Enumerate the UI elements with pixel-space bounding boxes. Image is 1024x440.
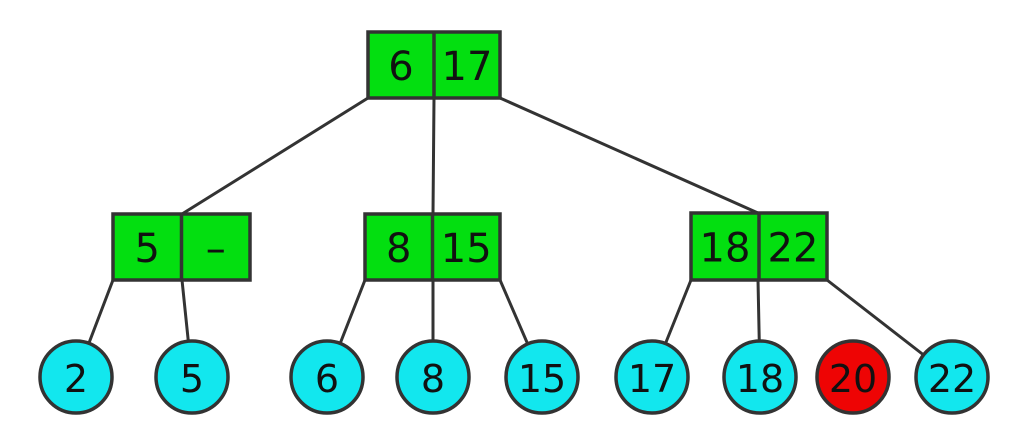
leaf-circle xyxy=(504,339,580,415)
internal-node-middle: 8 15 xyxy=(363,212,502,282)
internal-key-label: 5 xyxy=(135,226,160,272)
internal-key-label: 6 xyxy=(388,44,413,90)
leaf-node-8: 8 xyxy=(395,339,471,415)
leaf-circle-highlighted xyxy=(815,339,891,415)
internal-key-label: 8 xyxy=(386,226,411,272)
leaf-label: 17 xyxy=(628,357,676,401)
leaf-circle xyxy=(289,339,365,415)
leaf-circle xyxy=(154,339,230,415)
leaf-label: 6 xyxy=(315,357,339,401)
leaf-circle xyxy=(614,339,690,415)
internal-key-label: 17 xyxy=(442,44,493,90)
leaf-label: 5 xyxy=(180,357,204,401)
leaf-node-17: 17 xyxy=(614,339,690,415)
leaf-circle xyxy=(914,339,990,415)
tree-edge-root-1 xyxy=(431,96,436,216)
leaf-node-15: 15 xyxy=(504,339,580,415)
leaf-node-5: 5 xyxy=(154,339,230,415)
leaf-label: 8 xyxy=(421,357,445,401)
tree-edge-root-0 xyxy=(180,96,370,216)
leaf-circle xyxy=(722,339,798,415)
leaf-node-22: 22 xyxy=(914,339,990,415)
internal-key-label: 22 xyxy=(768,226,819,272)
leaf-node-18: 18 xyxy=(722,339,798,415)
internal-node-left: 5– xyxy=(111,212,252,282)
leaf-circle xyxy=(38,339,114,415)
leaf-label: 22 xyxy=(928,357,976,401)
internal-key-label: – xyxy=(206,226,226,272)
leaf-label: 2 xyxy=(64,357,88,401)
leaf-label: 15 xyxy=(518,357,566,401)
tree-edge-root-2 xyxy=(498,96,760,215)
leaf-label: 20 xyxy=(829,357,877,401)
leaf-node-6: 6 xyxy=(289,339,365,415)
internal-key-label: 15 xyxy=(441,226,492,272)
leaf-node-2: 2 xyxy=(38,339,114,415)
internal-key-label: 18 xyxy=(700,226,751,272)
internal-node-root: 6 17 xyxy=(366,30,502,100)
leaf-circle xyxy=(395,339,471,415)
leaf-node-20: 20 xyxy=(815,339,891,415)
leaf-label: 18 xyxy=(736,357,784,401)
